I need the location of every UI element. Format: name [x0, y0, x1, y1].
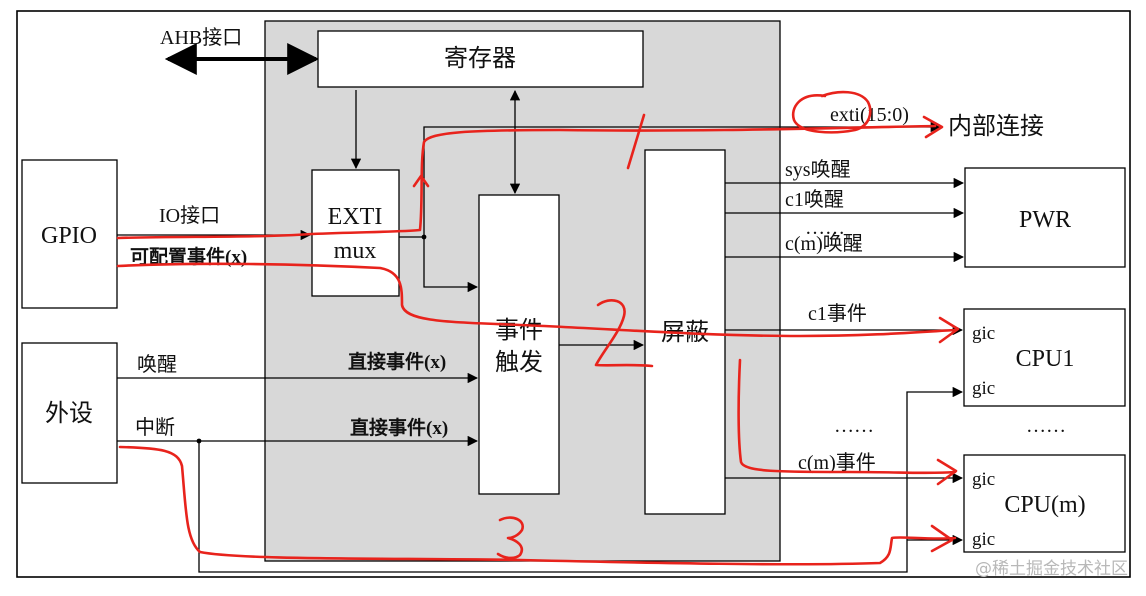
wakeup-ellipsis: …… — [805, 217, 845, 239]
cpum-gic-label-2: gic — [972, 529, 995, 550]
gpio-label: GPIO — [41, 223, 97, 249]
direct-event-label-2: 直接事件(x) — [350, 416, 448, 439]
annotation-path-1 — [116, 124, 937, 240]
register-block — [317, 30, 644, 88]
annotation-digit-3 — [496, 516, 524, 560]
cpu1-gic-label-2: gic — [972, 378, 995, 399]
cpum-gic-label-1: gic — [972, 469, 995, 490]
configurable-event-label: 可配置事件(x) — [130, 245, 247, 268]
io-interface-label: IO接口 — [159, 204, 220, 227]
annotation-circle — [791, 90, 872, 134]
ahb-interface-label: AHB接口 — [160, 26, 242, 49]
direct-event-label-1: 直接事件(x) — [348, 350, 446, 373]
cpu1-block — [963, 308, 1126, 407]
c1-event-label: c1事件 — [808, 302, 867, 325]
red-annotations — [116, 90, 960, 566]
internal-connection-label: 内部连接 — [948, 113, 1044, 140]
cpu1-label: CPU1 — [1016, 346, 1075, 372]
annotation-path-3-arrowhead — [930, 524, 954, 553]
cpum-label: CPU(m) — [1004, 492, 1085, 518]
event-trigger-label-line2: 触发 — [495, 349, 543, 376]
annotation-mark-1 — [626, 113, 646, 170]
annotation-path-1-arrowhead-2 — [922, 115, 944, 139]
exti-mux-label-line2: mux — [334, 238, 377, 264]
exti-mux-label-line1: EXTI — [328, 204, 383, 230]
annotation-path-2b — [737, 358, 957, 475]
cpu-ellipsis: …… — [1026, 415, 1066, 437]
cm-event-label: c(m)事件 — [798, 451, 876, 474]
mux-to-trigger-arrow — [423, 237, 479, 293]
pwr-label: PWR — [1019, 207, 1071, 233]
annotation-path-2 — [116, 262, 957, 338]
event-trigger-label-line1: 事件 — [495, 317, 543, 344]
exti-line-arrow — [423, 121, 942, 237]
annotation-path-3 — [118, 445, 957, 566]
watermark: @稀土掘金技术社区 — [975, 559, 1128, 579]
interrupt-label: 中断 — [135, 416, 175, 439]
cpum-block — [963, 454, 1126, 553]
annotation-digit-2 — [594, 299, 654, 368]
sys-wakeup-label: sys唤醒 — [785, 158, 851, 181]
event-ellipsis: …… — [834, 415, 874, 437]
cpu1-gic-label-1: gic — [972, 323, 995, 344]
peripheral-label: 外设 — [45, 400, 93, 427]
interrupt-to-cpu-line — [198, 386, 964, 573]
cm-wakeup-label: c(m)唤醒 — [785, 232, 863, 255]
peripheral-block — [21, 342, 118, 484]
annotation-path-1-arrowhead — [412, 174, 430, 188]
annotation-path-2-arrowhead — [938, 316, 960, 344]
pwr-block — [964, 167, 1126, 268]
wakeup-label: 唤醒 — [137, 353, 177, 376]
c1-wakeup-label: c1唤醒 — [785, 188, 844, 211]
annotation-path-2b-arrowhead — [936, 458, 958, 486]
register-label: 寄存器 — [444, 45, 516, 72]
gpio-block — [21, 159, 118, 309]
event-trigger-block — [478, 194, 560, 495]
